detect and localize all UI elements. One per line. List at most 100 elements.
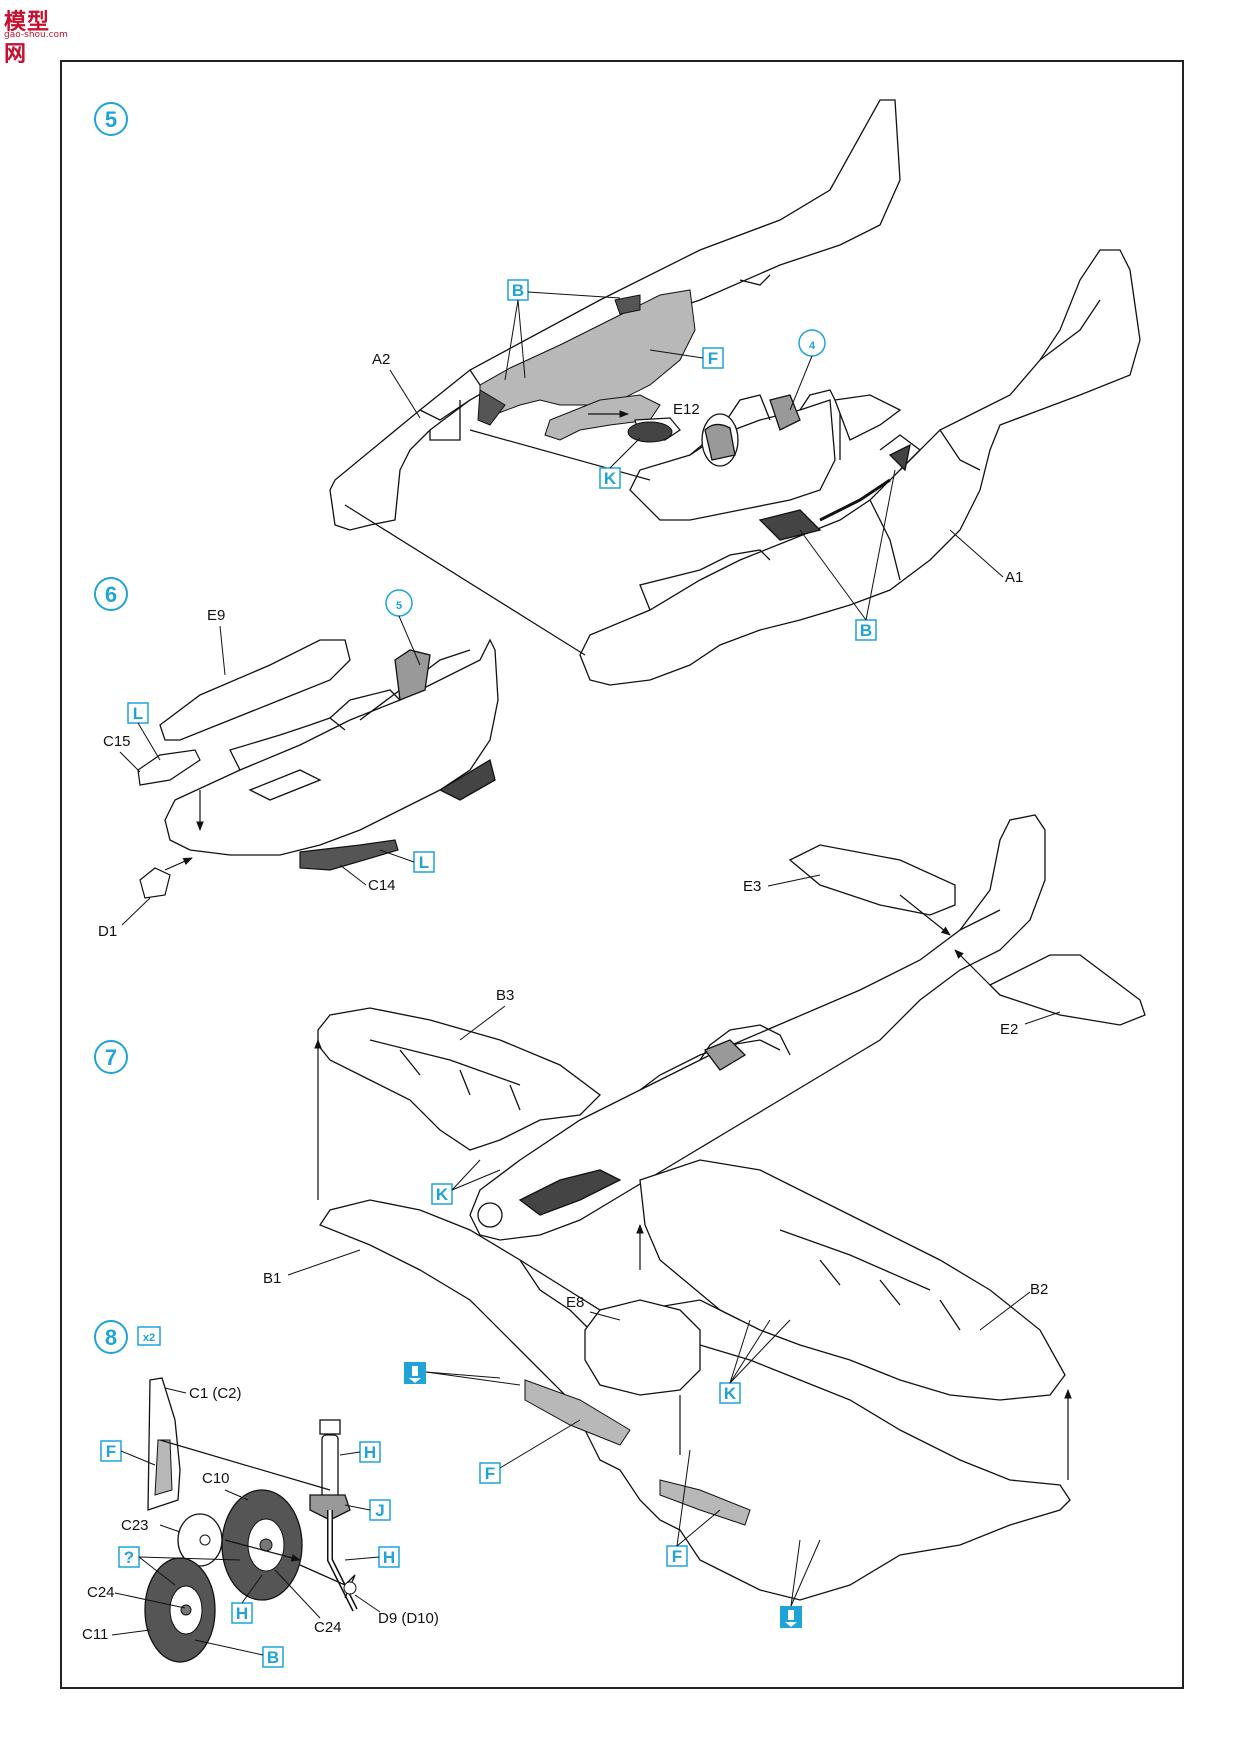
cockpit-subassembly [629, 389, 902, 521]
svg-text:K: K [724, 1384, 737, 1403]
color-code-f-step5: F [649, 347, 724, 369]
subassembly-ref-4: 4 [789, 329, 826, 411]
step-5-number: 5 [94, 102, 128, 136]
svg-text:C11: C11 [82, 1626, 108, 1643]
color-code-k-step7-wing: K [719, 1319, 791, 1404]
grey-strip-right [659, 1479, 751, 1526]
part-strut-j [309, 1419, 358, 1612]
part-label-c10: C10 [202, 1470, 249, 1501]
fuselage-step7 [469, 814, 1046, 1241]
svg-text:B: B [267, 1648, 279, 1667]
part-d1 [139, 867, 171, 899]
assembly-line-nose [344, 504, 586, 656]
part-c1-gear-door [147, 1377, 181, 1511]
part-label-c14: C14 [339, 864, 396, 894]
color-code-h-step8-mid: H [344, 1546, 400, 1568]
color-code-j-step8: J [344, 1499, 391, 1521]
svg-text:H: H [383, 1548, 395, 1567]
fuselage-interior-grey [477, 289, 696, 441]
line-c1-strut [159, 1439, 331, 1491]
fuselage-step6 [164, 638, 499, 856]
part-label-c11: C11 [82, 1626, 151, 1643]
svg-text:A2: A2 [372, 351, 390, 368]
svg-text:7: 7 [105, 1045, 117, 1070]
part-label-c24-left: C24 [87, 1584, 186, 1609]
part-e9-canopy [159, 639, 351, 741]
svg-text:5: 5 [396, 600, 402, 612]
step-6-number: 6 [94, 577, 128, 611]
part-label-c24-right: C24 [274, 1569, 342, 1636]
svg-text:E2: E2 [1000, 1021, 1018, 1038]
svg-text:C15: C15 [103, 733, 131, 750]
part-e12 [627, 417, 681, 443]
svg-text:4: 4 [809, 340, 816, 352]
arrow-e3 [899, 894, 951, 936]
svg-text:F: F [708, 349, 718, 368]
svg-text:E8: E8 [566, 1294, 584, 1311]
color-code-l-step6-bottom: L [379, 849, 435, 873]
color-code-h-step8-top: H [339, 1441, 381, 1463]
part-label-b1: B1 [263, 1249, 361, 1287]
part-label-e12: E12 [673, 401, 700, 418]
part-label-b2: B2 [979, 1281, 1048, 1331]
svg-text:B1: B1 [263, 1270, 281, 1287]
tailplane-e3 [788, 844, 956, 916]
svg-text:D9 (D10): D9 (D10) [378, 1610, 439, 1627]
svg-text:x2: x2 [143, 1332, 155, 1344]
part-c14 [299, 839, 399, 871]
svg-text:F: F [672, 1547, 682, 1566]
svg-text:C1 (C2): C1 (C2) [189, 1385, 242, 1402]
part-d9-axle [299, 1564, 357, 1599]
svg-text:K: K [436, 1185, 449, 1204]
part-label-d1: D1 [98, 897, 151, 940]
color-code-f-step8: F [100, 1440, 156, 1466]
logo-text: 模型网 [4, 10, 51, 67]
svg-text:C10: C10 [202, 1470, 230, 1487]
part-c10-wheel [221, 1489, 303, 1601]
svg-text:L: L [419, 853, 429, 872]
tailplane-e2 [988, 954, 1146, 1026]
svg-text:F: F [106, 1442, 116, 1461]
site-logo: 模型网 gao-shou.com [4, 4, 68, 67]
svg-text:B: B [860, 621, 872, 640]
drill-icon-left [404, 1362, 521, 1386]
arrow-e2 [954, 949, 991, 986]
part-label-a2: A2 [372, 351, 421, 419]
svg-text:B2: B2 [1030, 1281, 1048, 1298]
logo-url: gao-shou.com [4, 30, 68, 40]
part-label-d9: D9 (D10) [354, 1594, 439, 1627]
part-c23-hub [177, 1513, 223, 1567]
svg-text:?: ? [124, 1548, 134, 1567]
step-7-number: 7 [94, 1040, 128, 1074]
color-code-b-step5-top: B [504, 279, 621, 381]
fuselage-half-a1 [579, 249, 1141, 686]
part-label-e2: E2 [1000, 1011, 1061, 1038]
svg-text:C23: C23 [121, 1517, 149, 1534]
part-label-c1: C1 (C2) [164, 1385, 242, 1402]
svg-text:5: 5 [105, 107, 117, 132]
svg-text:H: H [364, 1443, 376, 1462]
wing-upper-b2 [639, 1159, 1066, 1401]
svg-text:J: J [375, 1501, 384, 1520]
color-code-k-step5: K [599, 437, 641, 489]
svg-text:B: B [512, 281, 524, 300]
color-code-f-step7-left: F [479, 1419, 581, 1484]
svg-text:D1: D1 [98, 923, 117, 940]
svg-text:C24: C24 [87, 1584, 115, 1601]
color-code-b-step8: B [194, 1639, 284, 1668]
color-code-k-step7-nose: K [431, 1159, 501, 1205]
color-code-h-step8-bottom: H [231, 1574, 263, 1624]
subassembly-ref-5: 5 [385, 589, 421, 666]
grey-strip-left [524, 1379, 631, 1446]
arrow-wheel-axle [224, 1539, 301, 1562]
svg-text:6: 6 [105, 582, 117, 607]
part-label-e8: E8 [566, 1294, 621, 1321]
drill-icon-right [780, 1539, 821, 1628]
svg-text:E9: E9 [207, 607, 225, 624]
svg-text:A1: A1 [1005, 569, 1023, 586]
color-code-b-step5-bottom: B [799, 469, 896, 641]
part-e8 [584, 1299, 701, 1396]
svg-text:E3: E3 [743, 878, 761, 895]
svg-text:C14: C14 [368, 877, 396, 894]
